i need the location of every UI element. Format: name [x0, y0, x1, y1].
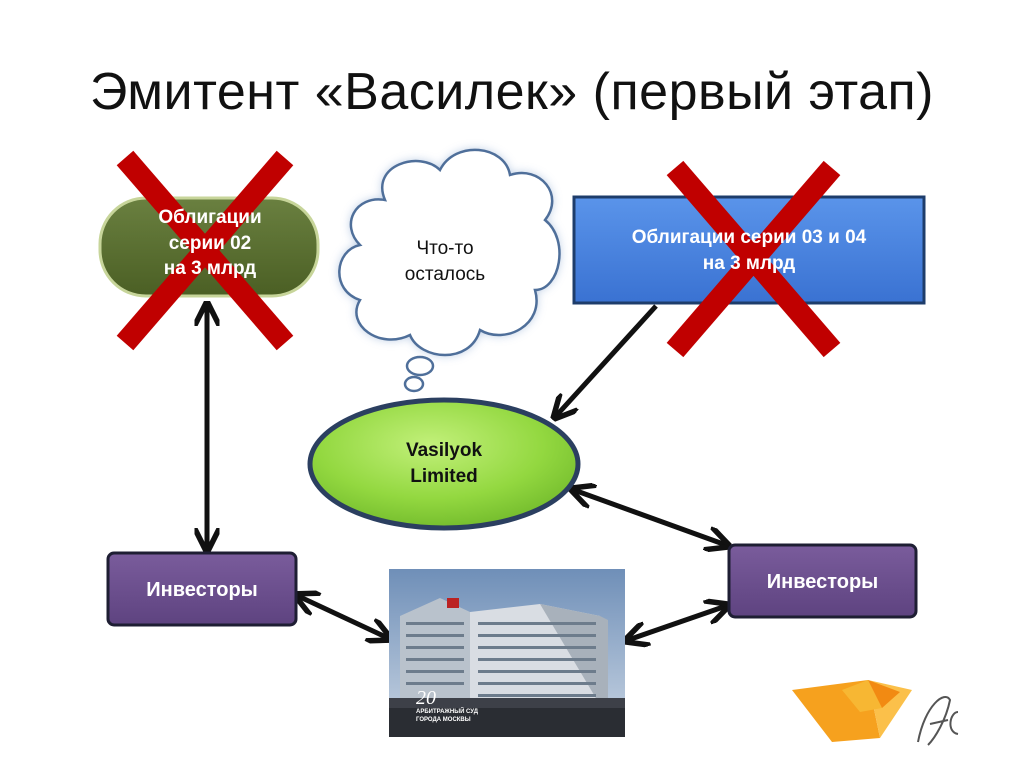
bonds-02-line3: на 3 млрд	[163, 258, 257, 280]
bonds-0304-line2: на 3 млрд	[702, 252, 796, 274]
cross-left-icon	[116, 150, 294, 351]
vasilyok-label: Vasilyok Limited	[344, 438, 544, 489]
vasilyok-limited-ellipse	[307, 397, 581, 531]
bonds-series-02-label: Облигации серии 02 на 3 млрд	[110, 205, 310, 282]
arrow-investors-court	[298, 596, 388, 638]
slide-title: Эмитент «Василек» (первый этап)	[90, 63, 934, 121]
court-line1: АРБИТРАЖНЫЙ СУД	[416, 709, 478, 715]
investors-left-label: Инвесторы	[146, 579, 258, 601]
court-caption: 20 АРБИТРАЖНЫЙ СУД ГОРОДА МОСКВЫ	[416, 688, 536, 724]
thought-line2: осталось	[404, 263, 486, 285]
vasilyok-line1: Vasilyok	[405, 440, 483, 461]
court-line2: ГОРОДА МОСКВЫ	[416, 717, 471, 723]
court-building-image	[389, 569, 625, 737]
bonds-02-line2: серии 02	[168, 232, 252, 254]
paper-boat-logo-icon	[792, 680, 959, 746]
bonds-series-03-04-label: Облигации серии 03 и 04 на 3 млрд	[580, 225, 918, 276]
thought-line1: Что-то	[416, 238, 474, 259]
investors-right-label: Инвесторы	[766, 571, 879, 593]
court-number: 20	[416, 687, 436, 709]
bonds-02-line1: Облигации	[158, 207, 262, 228]
arrow-court-investors	[628, 606, 726, 640]
bonds-0304-line1: Облигации серии 03 и 04	[631, 227, 867, 248]
thought-cloud	[338, 148, 561, 393]
cross-right-icon	[666, 160, 841, 358]
arrow-vasilyok-investors	[574, 490, 726, 545]
investors-right-box	[727, 543, 918, 619]
vasilyok-line2: Limited	[410, 465, 478, 487]
thought-label: Что-то осталось	[370, 236, 520, 287]
arrow-bonds0304-vasilyok	[556, 304, 658, 416]
investors-left-box	[106, 551, 298, 627]
